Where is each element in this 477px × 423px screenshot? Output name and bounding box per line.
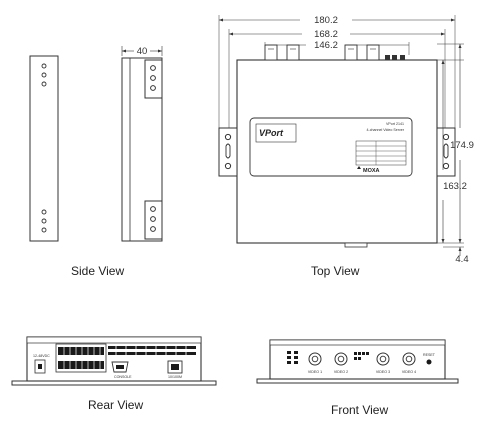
rear-view xyxy=(11,336,217,386)
dim-side-width: 40 xyxy=(137,46,148,57)
io-label-strip xyxy=(108,346,196,355)
side-view-right xyxy=(121,46,163,242)
led-cluster-2 xyxy=(354,352,369,360)
spec-table xyxy=(355,140,407,166)
rear-console-label: CONSOLE xyxy=(114,375,132,379)
rear-power-label: 12-48VDC xyxy=(33,354,50,358)
dim-top-depth: 174.9 xyxy=(450,140,474,151)
front-view xyxy=(256,339,459,384)
dim-top-connectors: 146.2 xyxy=(314,40,338,51)
caption-front-view: Front View xyxy=(331,403,389,417)
front-video3-label: VIDEO 3 xyxy=(376,370,390,374)
bnc-connector-1 xyxy=(308,352,322,366)
dim-top-body-depth: 163.2 xyxy=(443,181,467,192)
terminal-block xyxy=(55,343,107,373)
plate-logo: MOXA xyxy=(363,168,380,174)
dim-top-overall: 180.2 xyxy=(314,15,338,26)
front-video4-label: VIDEO 4 xyxy=(402,370,416,374)
front-video2-label: VIDEO 2 xyxy=(334,370,348,374)
caption-rear-view: Rear View xyxy=(88,398,144,412)
top-view xyxy=(218,15,464,256)
plate-brand: VPort xyxy=(259,128,284,138)
caption-side-view: Side View xyxy=(71,264,125,278)
dim-top-body: 168.2 xyxy=(314,29,338,40)
side-view-left xyxy=(29,55,59,242)
led-cluster-1 xyxy=(287,351,298,364)
dim-foot-height: 4.4 xyxy=(455,254,468,265)
caption-top-view: Top View xyxy=(311,264,360,278)
moxa-logo: MOXA xyxy=(357,166,380,174)
bnc-connector-3 xyxy=(376,352,390,366)
front-reset-label: RESET xyxy=(423,353,436,357)
rear-lan-label: 10/100M xyxy=(168,375,182,379)
plate-model: VPort 2141 xyxy=(386,122,404,126)
bnc-connector-2 xyxy=(334,352,348,366)
reset-button xyxy=(426,359,432,365)
plate-subtitle: 4-channel Video Server xyxy=(367,128,405,132)
bnc-connector-4 xyxy=(402,352,416,366)
front-video1-label: VIDEO 1 xyxy=(308,370,322,374)
